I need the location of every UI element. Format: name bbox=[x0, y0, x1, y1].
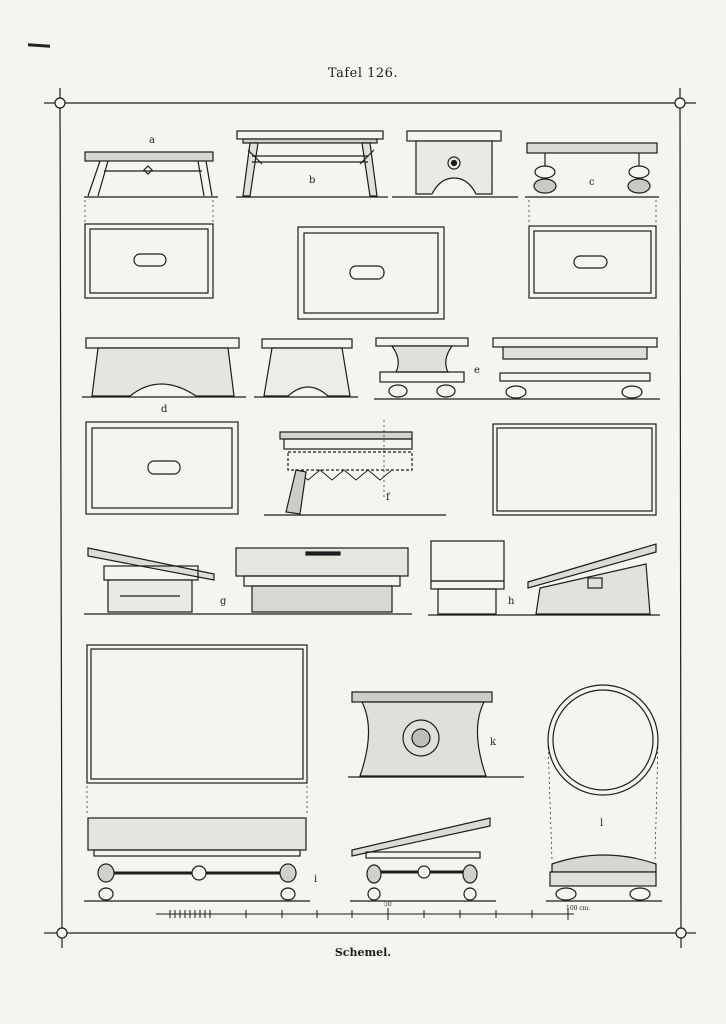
stool-d-elevation bbox=[82, 337, 358, 398]
stool-centre-elevation bbox=[392, 130, 518, 198]
figure-label-f: f bbox=[386, 492, 391, 503]
scale-label-50: 50 bbox=[384, 901, 392, 908]
frame-corner-ring bbox=[54, 97, 66, 109]
scale-bar bbox=[156, 908, 574, 920]
figure-label-i: i bbox=[314, 874, 317, 885]
stool-e-elevation bbox=[374, 337, 660, 400]
stool-d-plan bbox=[85, 421, 239, 515]
figure-label-b: b bbox=[309, 175, 315, 186]
scale-fine-ticks bbox=[169, 910, 211, 918]
stool-h-elevation bbox=[428, 540, 660, 616]
figure-label-d: d bbox=[161, 404, 168, 415]
plate-title: Tafel 126. bbox=[327, 66, 399, 81]
stool-b-elevation bbox=[236, 130, 388, 198]
figure-label-a: a bbox=[149, 135, 155, 146]
stool-e-plan bbox=[492, 423, 657, 516]
stool-f-section-detail bbox=[264, 420, 446, 516]
stool-i-elevation bbox=[84, 817, 310, 902]
frame-corner-ring bbox=[675, 927, 687, 939]
stool-a-elevation bbox=[84, 151, 218, 198]
stool-g-elevation bbox=[84, 547, 412, 615]
frame-corner-ring bbox=[56, 927, 68, 939]
stool-a-plan bbox=[84, 200, 214, 299]
scale-label-100: 100 cm. bbox=[566, 905, 590, 912]
plate-frame bbox=[44, 88, 696, 948]
figure-label-g: g bbox=[220, 596, 227, 607]
stool-l-elevation bbox=[546, 854, 662, 902]
figure-label-h: h bbox=[508, 596, 515, 607]
stool-k-side-elevation bbox=[350, 817, 496, 902]
stool-l-plan bbox=[547, 684, 659, 861]
stool-c-elevation bbox=[525, 142, 659, 198]
stool-k-elevation bbox=[348, 691, 524, 778]
figure-label-e: e bbox=[474, 365, 480, 376]
stool-b-plan bbox=[297, 226, 445, 320]
plate-caption: Schemel. bbox=[334, 946, 392, 959]
figure-label-k: k bbox=[490, 737, 497, 748]
frame-corner-ring bbox=[674, 97, 686, 109]
stool-i-plan bbox=[86, 644, 308, 816]
stool-c-plan bbox=[528, 200, 657, 299]
figure-label-c: c bbox=[589, 177, 595, 188]
figure-label-l: l bbox=[600, 818, 603, 829]
